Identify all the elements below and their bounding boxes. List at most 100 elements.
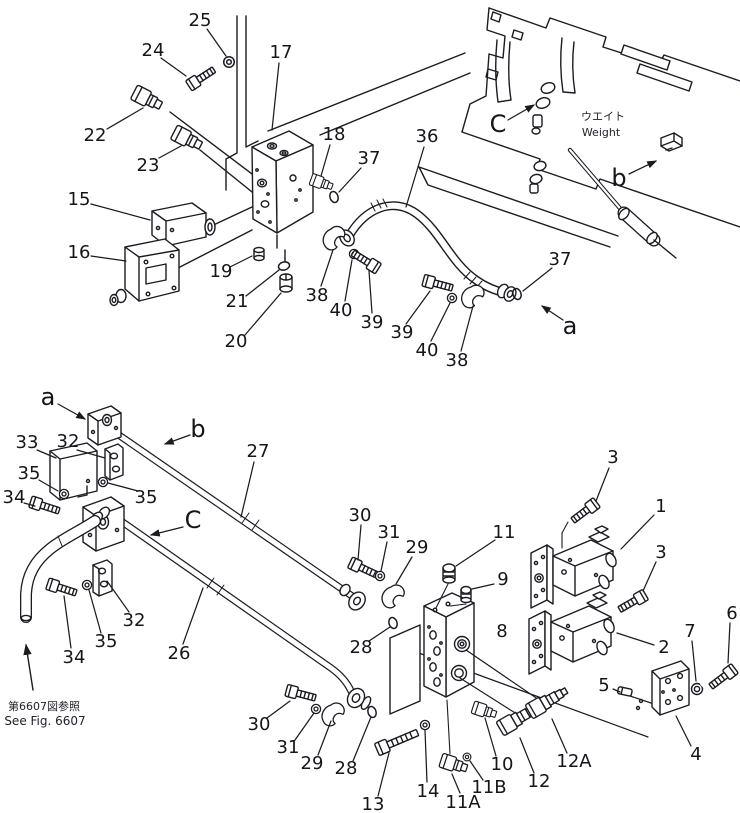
- view-arrow-b: [163, 434, 191, 445]
- leader-3: [595, 467, 610, 502]
- leader-20: [244, 292, 282, 336]
- washer-25: [222, 55, 236, 69]
- bolt-13: [373, 725, 421, 757]
- callout-35: 35: [135, 487, 158, 508]
- clamp-29: [320, 700, 346, 728]
- view-arrow-a: [540, 305, 564, 321]
- callout-34: 34: [3, 487, 26, 508]
- bolt-39: [349, 247, 383, 275]
- callout-12: 12: [528, 771, 551, 792]
- washer-35: [81, 579, 93, 591]
- leader-33: [36, 449, 57, 459]
- flange-a: [87, 405, 122, 446]
- ref-note-en: See Fig. 6607: [4, 714, 85, 728]
- leader-30: [357, 524, 362, 561]
- ref-note-jp: 第6607図参照: [8, 699, 80, 713]
- plug-19: [253, 246, 265, 262]
- bolt-6: [706, 662, 740, 692]
- main-valve-assembly: [373, 563, 655, 776]
- washer-35: [58, 488, 70, 500]
- callout-31: 31: [277, 737, 300, 758]
- leader-28: [352, 716, 372, 762]
- callout-6: 6: [726, 603, 737, 624]
- pilot-tubes-assembly: [20, 405, 406, 728]
- callout-23: 23: [137, 155, 160, 176]
- leader-16: [90, 255, 127, 262]
- clip-c-target: [531, 82, 556, 135]
- callout-28: 28: [335, 758, 358, 779]
- callout-30: 30: [349, 505, 372, 526]
- leader-7: [691, 640, 697, 682]
- callout-14: 14: [417, 781, 440, 802]
- callout-25: 25: [189, 10, 212, 31]
- ref-arrow: [23, 643, 34, 691]
- leader-26: [182, 587, 204, 645]
- view-letter-C: C: [185, 506, 202, 534]
- leader-25: [206, 28, 227, 57]
- leader-30: [266, 700, 291, 719]
- callout-5: 5: [598, 675, 609, 696]
- leader-39: [405, 290, 431, 325]
- callout-20: 20: [225, 331, 248, 352]
- plug-10: [470, 700, 499, 722]
- callout-2: 2: [658, 637, 669, 658]
- leader-1: [620, 514, 655, 550]
- leader-29: [395, 556, 413, 585]
- callout-28: 28: [350, 637, 373, 658]
- callout-29: 29: [301, 753, 324, 774]
- callout-9: 9: [497, 569, 508, 590]
- bracket-32: [104, 443, 124, 481]
- callout-13: 13: [362, 794, 385, 813]
- callout-39: 39: [391, 322, 414, 343]
- valve-12A: [524, 682, 571, 720]
- weight-note-en: Weight: [582, 126, 621, 139]
- callout-29: 29: [406, 537, 429, 558]
- callout-10: 10: [491, 754, 514, 775]
- leader-11: [455, 539, 496, 567]
- callout-3: 3: [607, 447, 618, 468]
- callout-40: 40: [330, 300, 353, 321]
- callout-26: 26: [168, 643, 191, 664]
- solenoid-valve-16: [109, 238, 180, 307]
- bracket-32: [92, 559, 113, 597]
- leader-29: [317, 720, 332, 756]
- washer-35: [97, 476, 109, 488]
- weight-plate: [418, 7, 740, 259]
- view-arrow-C: [507, 104, 536, 121]
- bolt-39: [421, 273, 455, 295]
- leader-35: [38, 479, 59, 492]
- leader-31: [380, 541, 388, 572]
- washer-7: [690, 682, 705, 696]
- callout-11: 11: [493, 522, 516, 543]
- callout-36: 36: [416, 126, 439, 147]
- bolt-3: [615, 588, 650, 616]
- leader-39: [368, 270, 373, 314]
- leader-13: [377, 752, 390, 797]
- view-arrow-C: [149, 526, 184, 537]
- callout-7: 7: [684, 621, 695, 642]
- leader-22: [106, 107, 144, 130]
- washer-14: [419, 719, 431, 731]
- washer-40: [446, 292, 458, 304]
- clamp-29: [380, 582, 406, 610]
- leader-32: [76, 449, 106, 459]
- callout-8: 8: [496, 621, 507, 642]
- leader-35: [107, 482, 139, 492]
- callout-32: 32: [57, 431, 80, 452]
- callout-35: 35: [95, 631, 118, 652]
- figure-notes: ウエイト Weight 第6607図参照 See Fig. 6607: [4, 110, 625, 728]
- callout-15: 15: [68, 189, 91, 210]
- weight-note-jp: ウエイト: [581, 110, 625, 123]
- washer-31: [310, 703, 322, 715]
- callout-32: 32: [123, 610, 146, 631]
- leader-27: [240, 461, 255, 518]
- leader-10: [484, 717, 497, 757]
- callout-19: 19: [210, 261, 233, 282]
- leader-18: [320, 144, 331, 177]
- callout-38: 38: [446, 350, 469, 371]
- callout-12A: 12A: [556, 751, 592, 772]
- leader-11B: [469, 760, 484, 781]
- flange-b: [82, 496, 125, 552]
- leader-32: [106, 580, 130, 613]
